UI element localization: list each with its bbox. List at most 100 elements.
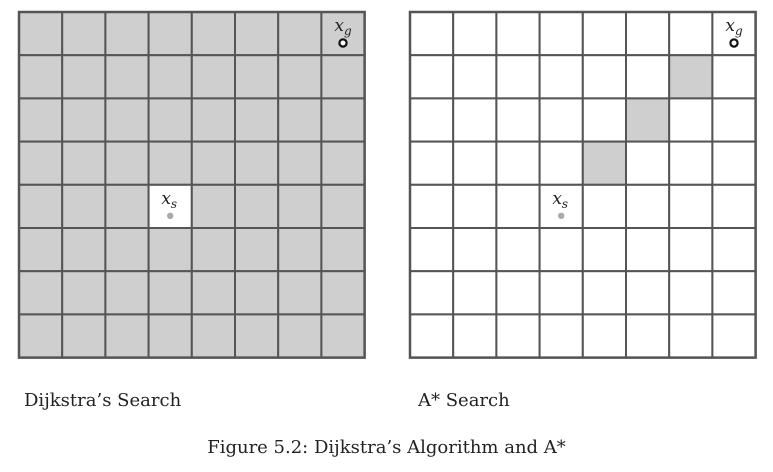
grid-cell (18, 54, 64, 100)
grid-cell (61, 227, 107, 273)
grid-cell (668, 227, 714, 273)
grid-cell (190, 97, 237, 143)
grid-cell (495, 97, 541, 143)
grid-cell (452, 11, 498, 57)
grid-cell (495, 54, 541, 100)
grid-cell (61, 11, 107, 57)
grid-cell (234, 227, 280, 273)
grid-cell (320, 313, 366, 359)
goal-marker (338, 38, 348, 48)
grid-cell (581, 97, 627, 143)
grid-cell (147, 11, 193, 57)
grid-cell (711, 140, 757, 186)
grid-cell (625, 11, 671, 57)
grid-cell (190, 183, 237, 230)
grid-cell (277, 97, 323, 143)
goal-label: xg (334, 16, 352, 38)
grid-cell (495, 183, 541, 230)
dijkstra-panel-title: Dijkstra’s Search (24, 390, 182, 411)
grid-cell (61, 97, 107, 143)
grid-cell (147, 97, 193, 143)
grid-cell (452, 227, 498, 273)
grid-cell (538, 313, 584, 359)
grid-cell (581, 227, 627, 273)
grid-cell (538, 183, 584, 230)
grid-cell (668, 270, 714, 316)
grid-cell (625, 227, 671, 273)
grid-cell (190, 140, 237, 186)
grid-cell (234, 313, 280, 359)
grid-cell (147, 313, 193, 359)
grid-cell (61, 270, 107, 316)
grid-cell (320, 11, 366, 57)
grid-cell (277, 183, 323, 230)
grid-cell (538, 54, 584, 100)
grid-cell (495, 270, 541, 316)
grid-cell (452, 270, 498, 316)
grid-cell (452, 183, 498, 230)
grid-cell (190, 270, 237, 316)
grid-cell (668, 11, 714, 57)
grid-cell (234, 183, 280, 230)
grid-cell (190, 227, 237, 273)
start-marker (558, 212, 565, 219)
start-label: xs (161, 189, 177, 211)
grid-cell (147, 227, 193, 273)
dijkstra-grid: xs xg (17, 10, 366, 359)
grid-cell (320, 270, 366, 316)
grid-cell (625, 54, 671, 100)
grid-cell (409, 227, 455, 273)
grid-cell (711, 270, 757, 316)
grid-cell (581, 313, 627, 359)
grid-cell (320, 183, 366, 230)
grid-cell (495, 227, 541, 273)
grid-cell (581, 270, 627, 316)
grid-cell (409, 270, 455, 316)
grid-cell (234, 97, 280, 143)
grid-cell (409, 313, 455, 359)
grid-cell (668, 54, 714, 100)
grid-cell (625, 313, 671, 359)
grid-cell (61, 183, 107, 230)
grid-cell (234, 11, 280, 57)
grid-cell (234, 54, 280, 100)
grid-cell (18, 97, 64, 143)
grid-cell (104, 97, 150, 143)
grid-cell (409, 54, 455, 100)
grid-cell (277, 227, 323, 273)
grid-cell (668, 313, 714, 359)
grid-cell (625, 97, 671, 143)
grid-cell (538, 227, 584, 273)
grid-cell (147, 270, 193, 316)
grid-cell (409, 97, 455, 143)
grid-cell (495, 140, 541, 186)
grid-cell (18, 11, 64, 57)
grid-cell (581, 54, 627, 100)
grid-cell (104, 270, 150, 316)
grid-cell (320, 227, 366, 273)
grid-cell (18, 227, 64, 273)
grid-cell (581, 140, 627, 186)
grid-cell (277, 313, 323, 359)
grid-border (17, 10, 366, 359)
grid-cell (668, 183, 714, 230)
grid-cell (581, 11, 627, 57)
grid-cell (452, 97, 498, 143)
grid-cell (18, 183, 64, 230)
grid-cell (538, 97, 584, 143)
grid-cell (452, 54, 498, 100)
grid-cell (495, 313, 541, 359)
grid-cell (711, 313, 757, 359)
grid-cell (409, 140, 455, 186)
grid-cell (18, 270, 64, 316)
grid-cell (668, 97, 714, 143)
grid-cell (147, 54, 193, 100)
grid-cell (320, 54, 366, 100)
grid-cell (625, 140, 671, 186)
grid-cell (668, 140, 714, 186)
grid-cell (190, 54, 237, 100)
grid-cell (277, 54, 323, 100)
grid-cell (104, 11, 150, 57)
